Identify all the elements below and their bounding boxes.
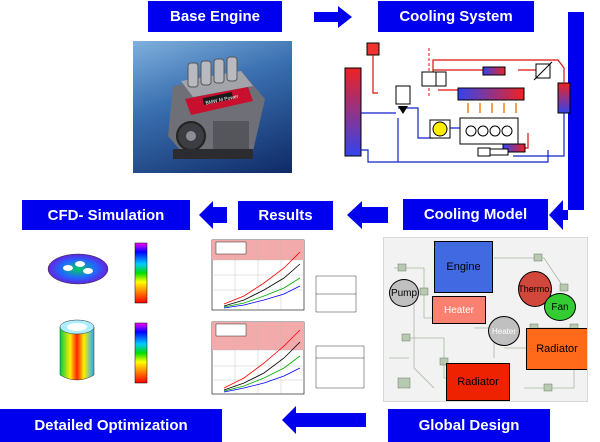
- global-design-model: Engine Pump Thermo. Fan Heater Heater Ra…: [383, 237, 588, 402]
- block-radiator-1: Radiator: [526, 328, 587, 370]
- stage-cooling-system: Cooling System: [378, 1, 534, 32]
- block-radiator-2: Radiator: [446, 363, 510, 401]
- results-plots-panel: [211, 239, 365, 395]
- block-radiator-1-label: Radiator: [536, 343, 578, 355]
- stage-base-engine: Base Engine: [148, 1, 282, 32]
- block-engine-label: Engine: [446, 261, 481, 273]
- arrow-left-2: [199, 201, 227, 229]
- block-heater-2-label: Heater: [491, 326, 516, 336]
- stage-global-design: Global Design: [388, 409, 550, 442]
- block-radiator-2-label: Radiator: [457, 376, 499, 388]
- arrow-left-1: [347, 201, 388, 229]
- engine-photo: BMW M Power: [133, 41, 292, 173]
- cooling-system-schematic: [344, 42, 571, 163]
- stage-cfd-simulation: CFD- Simulation: [22, 200, 190, 230]
- block-engine: Engine: [434, 241, 493, 293]
- block-fan-label: Fan: [551, 301, 569, 313]
- block-heater-2: Heater: [488, 316, 520, 346]
- block-heater-1: Heater: [432, 296, 486, 324]
- block-heater-1-label: Heater: [443, 304, 474, 316]
- arrow-left-3: [282, 406, 366, 434]
- block-pump: Pump: [389, 279, 419, 307]
- block-fan: Fan: [544, 293, 576, 321]
- block-pump-label: Pump: [390, 287, 418, 299]
- stage-results: Results: [238, 201, 333, 230]
- arrow-right-1: [314, 6, 352, 28]
- cfd-simulation-panel: [47, 242, 148, 384]
- stage-detailed-optimization: Detailed Optimization: [0, 409, 222, 442]
- block-thermostat-label: Thermo.: [518, 284, 552, 294]
- stage-cooling-model: Cooling Model: [403, 199, 548, 230]
